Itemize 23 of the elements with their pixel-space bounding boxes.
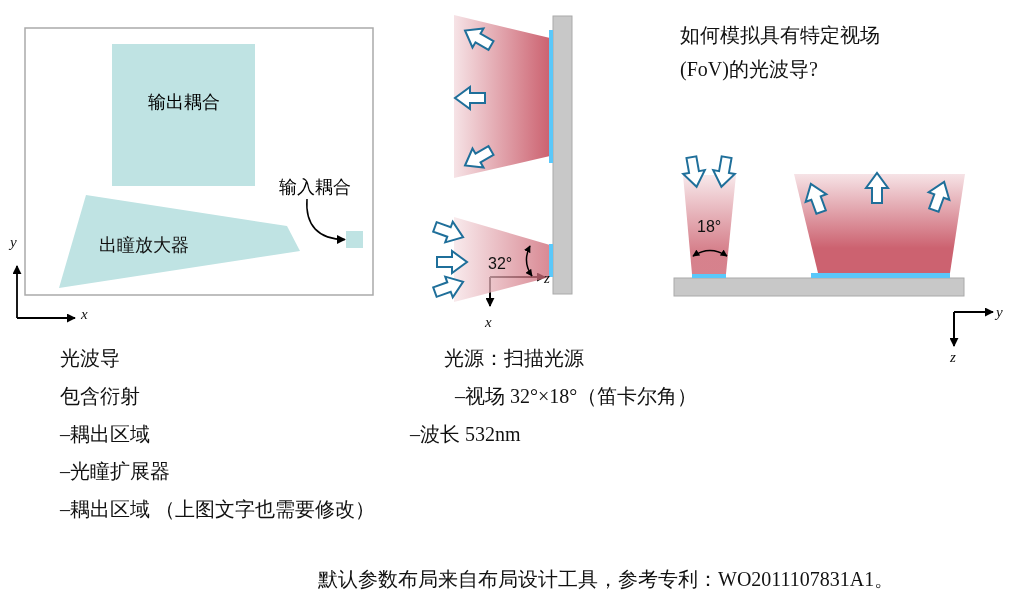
output-coupler-region: 输出耦合 (112, 44, 255, 186)
question-heading: 如何模拟具有特定视场 (FoV)的光波导? (680, 23, 881, 83)
text-line: –耦出区域 (60, 422, 150, 446)
angle-label: 32° (488, 254, 513, 274)
text-line: 光源：扫描光源 (444, 346, 584, 370)
input-coupler-region (346, 231, 363, 248)
text-line: –耦出区域 （上图文字也需要修改） (60, 497, 375, 521)
axis-label: z (950, 349, 956, 365)
caption: 默认参数布局来自布局设计工具，参考专利：WO2011107831A1。 (318, 567, 895, 591)
text-line: –波长 532nm (410, 422, 521, 446)
text-line: 包含衍射 (60, 384, 140, 408)
axis-label: x (485, 314, 492, 330)
axis-label: y (10, 234, 17, 250)
text-line: 光波导 (60, 346, 120, 370)
axis-label: z (544, 270, 550, 286)
angle-label: 18° (697, 217, 722, 237)
axis-label: x (81, 306, 88, 322)
text-line: –光瞳扩展器 (60, 459, 170, 483)
coupler-label: 输入耦合 (279, 175, 351, 199)
text-line: –视场 32°×18°（笛卡尔角） (455, 384, 698, 408)
region-label: 出瞳放大器 (99, 234, 189, 257)
axis-label: y (996, 304, 1003, 320)
leader-line (306, 198, 346, 244)
